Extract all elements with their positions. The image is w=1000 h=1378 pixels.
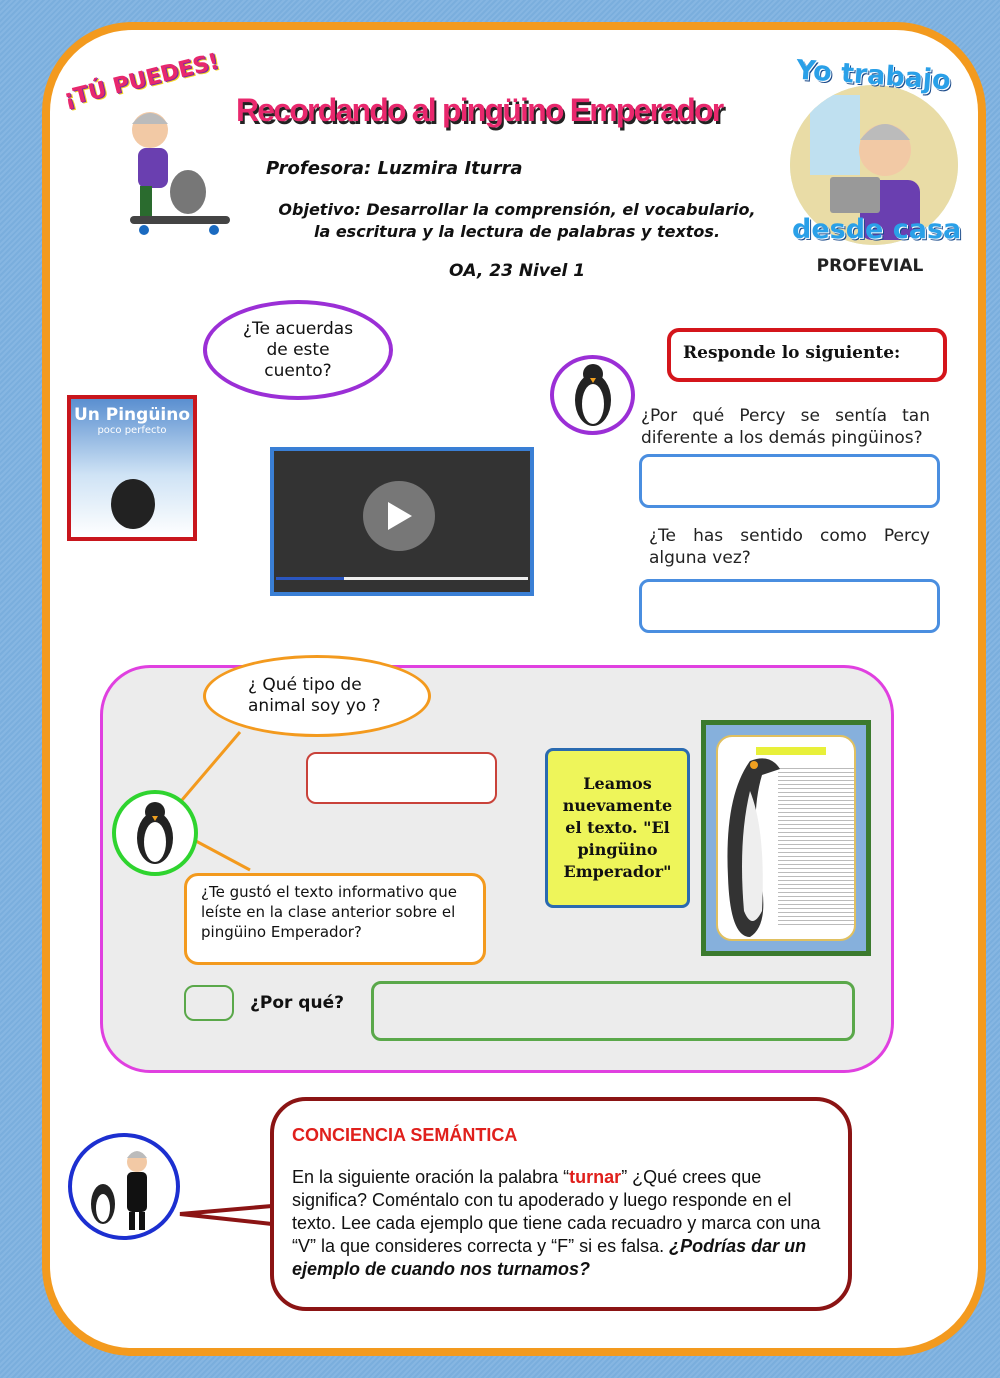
thumbnail-text-lines (778, 765, 854, 925)
teacher-name: Profesora: Luzmira Iturra (266, 158, 523, 179)
teacher-avatar-skateboard (110, 100, 230, 240)
logo-caption: PROFEVIAL (816, 256, 924, 276)
speech-bubble-animal-text: ¿ Qué tipo de animal soy yo ? (248, 675, 381, 716)
play-icon (388, 502, 412, 530)
penguin-illustration (111, 479, 155, 529)
instructions-text-2: ” ¿Qué crees que significa? Coméntalo co… (292, 1167, 821, 1256)
speech-bubble-story: ¿Te acuerdas de este cuento? (203, 300, 393, 400)
book-cover: Un Pingüino poco perfecto (67, 395, 197, 541)
play-button[interactable] (363, 481, 435, 551)
question-1: ¿Por qué Percy se sentía tan diferente a… (641, 406, 930, 448)
semantic-awareness-box: CONCIENCIA SEMÁNTICA En la siguiente ora… (270, 1097, 852, 1311)
respond-label: Responde lo siguiente: (683, 343, 901, 363)
reading-scroll-text: Leamos nuevamente el texto. "El pingüino… (562, 774, 673, 881)
speech-bubble-animal: ¿ Qué tipo de animal soy yo ? (203, 655, 431, 737)
animal-answer-input[interactable] (306, 752, 497, 804)
semantic-heading: CONCIENCIA SEMÁNTICA (292, 1125, 518, 1145)
video-progress-fill (276, 577, 345, 580)
instructions-text-1: En la siguiente oración la palabra “ (292, 1167, 570, 1187)
answer-1-input[interactable] (639, 454, 940, 508)
page-title: Recordando al pingüino Emperador (236, 92, 724, 128)
thumbnail-page (716, 735, 856, 941)
book-subtitle: poco perfecto (97, 425, 167, 436)
speech-bubble-text: ¿Te acuerdas de este cuento? (242, 318, 354, 381)
yes-no-answer-box[interactable] (184, 985, 234, 1021)
teacher-penguin-avatar (68, 1133, 180, 1240)
objective: Objetivo: Desarrollar la comprensión, el… (262, 199, 772, 243)
reading-scroll: Leamos nuevamente el texto. "El pingüino… (545, 748, 690, 908)
work-from-home-logo (790, 85, 958, 245)
semantic-instructions: En la siguiente oración la palabra “turn… (292, 1166, 830, 1281)
video-player[interactable] (270, 447, 534, 596)
bubble-tails (180, 731, 251, 872)
question-2: ¿Te has sentido como Percy alguna vez? (649, 526, 930, 568)
liked-text-question: ¿Te gustó el texto informativo que leíst… (201, 883, 457, 941)
objective-line-2: la escritura y la lectura de palabras y … (313, 222, 721, 241)
respond-label-box: Responde lo siguiente: (667, 328, 947, 382)
why-answer-input[interactable] (371, 981, 855, 1041)
penguin-avatar-green (112, 790, 198, 876)
why-label: ¿Por qué? (250, 993, 344, 1013)
liked-text-question-box: ¿Te gustó el texto informativo que leíst… (184, 873, 486, 965)
logo-text-bottom: desde casa (792, 214, 962, 245)
emperor-penguin-text-thumbnail[interactable] (701, 720, 871, 956)
oa-level: OA, 23 Nivel 1 (448, 261, 586, 281)
callout-tail (179, 1204, 273, 1226)
video-progress-track[interactable] (276, 577, 528, 580)
keyword-turnar: turnar (569, 1167, 622, 1187)
emperor-penguin-image (727, 758, 780, 937)
thumbnail-heading (756, 747, 826, 755)
book-title: Un Pingüino (73, 405, 191, 425)
penguin-avatar-purple (550, 355, 635, 435)
instructions-emphasis: ¿Podrías dar un ejemplo de cuando nos tu… (292, 1236, 807, 1279)
answer-2-input[interactable] (639, 579, 940, 633)
objective-line-1: Objetivo: Desarrollar la comprensión, el… (278, 200, 756, 219)
